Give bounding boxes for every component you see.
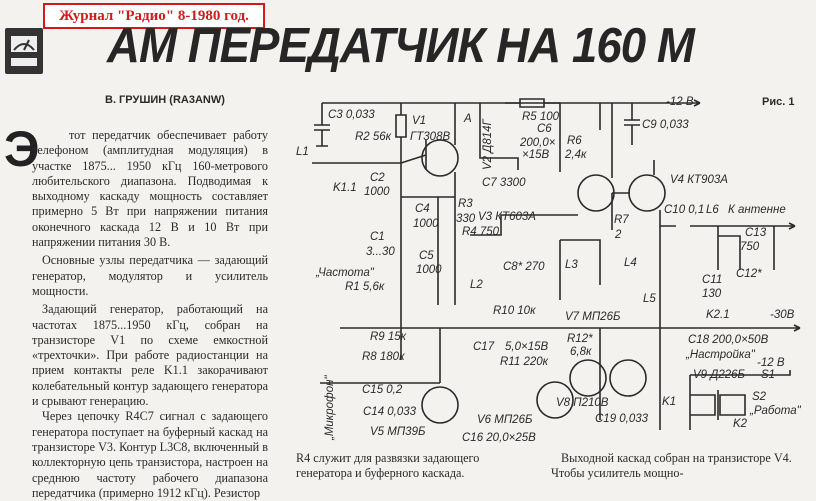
schematic-label: 5,0×15В (505, 341, 548, 353)
schematic-label: C2 (370, 172, 385, 184)
schematic-label: L5 (643, 293, 656, 305)
schematic-label: -12 В (757, 357, 785, 369)
schematic-label: R8 180к (362, 351, 405, 363)
schematic-label: C5 (419, 250, 434, 262)
schematic-label: C17 (473, 341, 495, 353)
schematic-label: C16 20,0×25В (462, 432, 536, 444)
schematic-label: C6 (537, 123, 552, 135)
schematic-label: S1 (761, 369, 775, 381)
schematic-label: K2.1 (706, 309, 730, 321)
schematic-label: C19 0,033 (595, 413, 649, 425)
schematic-label: V8 П210В (556, 397, 609, 409)
schematic-label: L4 (624, 257, 637, 269)
schematic-label: V5 МП39Б (370, 426, 426, 438)
schematic-label: -12 В (666, 96, 694, 108)
schematic-label: C18 200,0×50В (688, 334, 769, 346)
schematic-label: 1000 (416, 264, 442, 276)
schematic-label: R4 750 (462, 226, 500, 238)
schematic-label: C8* 270 (503, 261, 545, 273)
schematic-label: 3...30 (366, 246, 395, 258)
schematic-label: L1 (296, 146, 309, 158)
schematic-label: 330 (456, 213, 476, 225)
page-title: АМ ПЕРЕДАТЧИК НА 160 М (107, 19, 695, 73)
schematic-label: C11 (702, 274, 722, 286)
schematic-label: „Настройка" (685, 349, 756, 361)
figure-label: Рис. 1 (762, 96, 794, 108)
schematic-label: C1 (370, 231, 385, 243)
schematic-label: C15 0,2 (362, 384, 403, 396)
schematic-label: K1 (662, 396, 676, 408)
schematic-label: R6 (567, 135, 582, 147)
schematic-label: R7 (614, 214, 629, 226)
schematic-label: C14 0,033 (363, 406, 417, 418)
schematic-label: -30В (770, 309, 795, 321)
schematic-label: V4 КТ903А (670, 174, 728, 186)
schematic-label: L3 (565, 259, 578, 271)
schematic-label: C7 3300 (482, 177, 526, 189)
schematic-label: R2 56к (355, 131, 392, 143)
schematic-label: R10 10к (493, 305, 536, 317)
schematic-label: V6 МП26Б (477, 414, 533, 426)
schematic-label: R5 100 (522, 111, 560, 123)
schematic-label: 2,4к (564, 149, 587, 161)
schematic-label: S2 (752, 391, 767, 403)
paragraph: Задающий генератор, работающий на частот… (32, 302, 268, 409)
schematic-label: 130 (702, 288, 722, 300)
schematic-label: C9 0,033 (642, 119, 689, 131)
schematic-label: R3 (458, 198, 473, 210)
paragraph: тот передатчик обеспечивает работу телеф… (32, 128, 268, 250)
schematic-label: C13 (745, 227, 767, 239)
schematic-label: V3 КТ603А (478, 211, 536, 223)
schematic-label: L2 (470, 279, 483, 291)
schematic-label: 200,0× (519, 137, 556, 149)
caption-middle: R4 служит для развязки задающего генерат… (296, 451, 480, 480)
schematic-label: ГТ308В (410, 131, 450, 143)
schematic-label: A (463, 113, 472, 125)
journal-badge: Журнал "Радио" 8-1980 год. (43, 3, 265, 29)
schematic-label: R11 220к (500, 356, 549, 368)
schematic-label: K2 (733, 418, 748, 430)
schematic-label: R12* (567, 333, 593, 345)
schematic-wires (312, 98, 801, 430)
schematic-label: „Работа" (749, 405, 802, 417)
drop-cap: Э (4, 121, 40, 177)
section-logo-icon (5, 28, 43, 74)
schematic-label: 750 (740, 241, 760, 253)
schematic-label: V9 Д226Б (693, 369, 746, 381)
schematic-label: C12* (736, 268, 762, 280)
schematic-label: ×15В (522, 149, 550, 161)
schematic-label: R1 5,6к (345, 281, 385, 293)
schematic-label: „Частота" (315, 267, 375, 279)
caption-right: Выходной каскад собран на транзисторе V4… (551, 451, 792, 480)
schematic-label: „Микрофон" (324, 375, 336, 441)
schematic-label: C10 0,1 (664, 204, 704, 216)
schematic-label: К антенне (728, 204, 786, 216)
author: В. ГРУШИН (RA3ANW) (105, 94, 225, 106)
schematic-label: 2 (614, 229, 622, 241)
schematic-label: C4 (415, 203, 430, 215)
schematic-label: 1000 (413, 218, 439, 230)
schematic-label: C3 0,033 (328, 109, 375, 121)
schematic-label: K1.1 (333, 182, 357, 194)
schematic-label: V2 Д814Г (482, 118, 494, 170)
schematic-label: R9 15к (370, 331, 407, 343)
paragraph: Основные узлы передатчика — задающий ген… (32, 253, 268, 298)
schematic-label: V7 МП26Б (565, 311, 621, 323)
schematic-label: L6 (706, 204, 719, 216)
schematic-label: 6,8к (570, 346, 592, 358)
schematic-label: 1000 (364, 186, 390, 198)
schematic-label: V1 (412, 115, 426, 127)
schematic-labels: C3 0,033 R2 56к V1 ГТ308В A V2 Д814Г R5 … (296, 96, 802, 444)
